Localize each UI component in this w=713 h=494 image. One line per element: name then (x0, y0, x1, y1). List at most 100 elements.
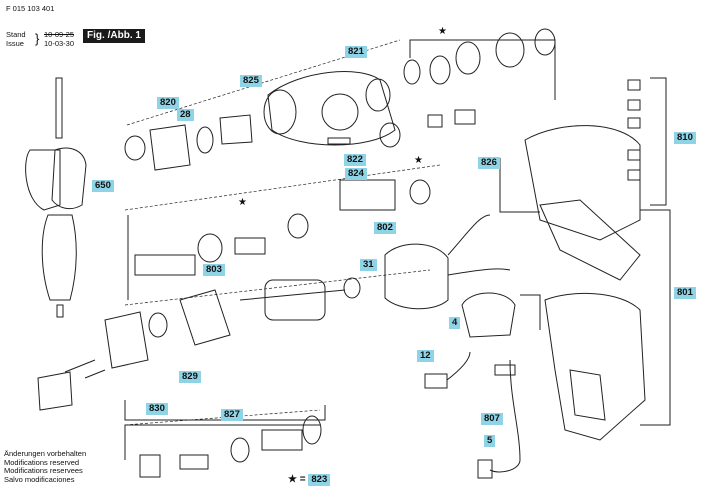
callout-802: 802 (374, 222, 396, 234)
guide-line-motor (124, 269, 431, 306)
chuck-spring (219, 114, 253, 145)
legend-star: ★ (288, 474, 297, 485)
selector-knob (379, 122, 401, 148)
footer-line-es: Salvo modificaciones (4, 474, 75, 484)
handle-nut (56, 304, 64, 318)
piston (234, 237, 266, 255)
intermediate-shaft (179, 454, 209, 470)
gear-bearing-829 (148, 312, 168, 338)
footer-notes: Änderungen vorbehalten Modifications res… (4, 449, 87, 484)
callout-827: 827 (221, 409, 243, 421)
callout-823: 823 (308, 474, 331, 486)
power-plug (477, 459, 493, 479)
star-legend: ★ = 823 (288, 474, 331, 486)
power-cable (489, 359, 521, 473)
callout-28: 28 (177, 109, 194, 121)
gear-disc (230, 437, 250, 463)
header-brace: } (35, 31, 40, 46)
callout-31: 31 (360, 259, 377, 271)
seal-ring (287, 213, 309, 239)
gear-bearing-top (534, 28, 556, 56)
housing-shell-826 (524, 125, 641, 241)
brush-holder (37, 371, 73, 411)
callout-4: 4 (449, 317, 461, 329)
drive-gear (139, 454, 161, 478)
bracket-801 (640, 209, 671, 426)
callout-807: 807 (481, 413, 503, 425)
handle-bolt (55, 77, 63, 139)
bracket-top (409, 39, 556, 100)
pin-822 (327, 137, 351, 145)
callout-650: 650 (92, 180, 114, 192)
clutch-disc (455, 41, 481, 75)
callout-12: 12 (417, 350, 434, 362)
callout-825: 825 (240, 75, 262, 87)
bearing-set (261, 429, 303, 451)
tool-holder-tube (134, 254, 196, 276)
side-handle-clamp (25, 149, 61, 211)
guide-line-top (126, 39, 401, 126)
callout-803: 803 (203, 264, 225, 276)
legend-equals: = (299, 474, 306, 485)
retaining-ring-1 (403, 59, 421, 85)
brush-cap (627, 117, 641, 129)
carbon-brush-1 (627, 79, 641, 91)
side-handle-ring (51, 147, 87, 210)
chuck-ring (196, 126, 214, 154)
spring-clips (64, 359, 106, 379)
chuck-cap (124, 135, 146, 161)
housing-front-bore (263, 89, 297, 135)
field-coil (384, 243, 449, 310)
gear-wheel-bottom (302, 415, 322, 445)
figure-label: Fig. /Abb. 1 (83, 29, 145, 43)
selector-latch (454, 109, 476, 125)
issue-date: 10-03-30 (44, 39, 75, 48)
callout-829: 829 (179, 371, 201, 383)
o-ring-mid (409, 179, 431, 205)
housing-shell-801 (544, 293, 646, 441)
striker-ring (197, 233, 223, 263)
footer-line-fr: Modifications reservees (4, 466, 83, 476)
callout-830: 830 (146, 403, 168, 415)
callout-824: 824 (345, 168, 367, 180)
side-handle-grip (41, 214, 77, 301)
star-marker-top: ★ (438, 26, 447, 37)
footer-line-en: Modifications reserved (4, 457, 80, 467)
doc-number: F 015 103 401 (6, 4, 55, 13)
retaining-ring-2 (429, 55, 451, 85)
wobble-bearing (339, 179, 396, 211)
switch-unit (461, 292, 516, 338)
star-marker-left: ★ (238, 197, 247, 208)
housing-side-window (321, 93, 359, 131)
handle-shell (539, 199, 641, 281)
motor-housing-front (179, 289, 231, 346)
bracket-switch (520, 294, 541, 330)
armature-803 (264, 279, 326, 321)
footer-line-de: Änderungen vorbehalten (4, 449, 87, 458)
chuck-sleeve (149, 124, 191, 171)
callout-822: 822 (344, 154, 366, 166)
selector-spring (427, 114, 443, 128)
callout-801: 801 (674, 287, 696, 299)
cable-clamp-807 (494, 364, 516, 376)
capacitor-lead (446, 351, 471, 381)
stand-label: Stand (6, 30, 26, 39)
brush-holder-2 (627, 149, 641, 161)
gear-wheel-top (495, 32, 525, 68)
issue-label: Issue (6, 39, 24, 48)
bracket-827 (124, 424, 320, 460)
carbon-brush-2 (627, 99, 641, 111)
stand-date: 10-09-25 (44, 30, 75, 39)
callout-820: 820 (157, 97, 179, 109)
callout-810: 810 (674, 132, 696, 144)
armature-bearing (343, 277, 361, 299)
callout-5: 5 (484, 435, 496, 447)
bracket-826 (499, 158, 540, 213)
housing-grip-insert (569, 369, 606, 421)
capacitor-12 (424, 373, 448, 389)
guide-line-mid (124, 164, 441, 211)
callout-826: 826 (478, 157, 500, 169)
bearing-ring (365, 78, 391, 112)
dust-cover (104, 311, 149, 369)
